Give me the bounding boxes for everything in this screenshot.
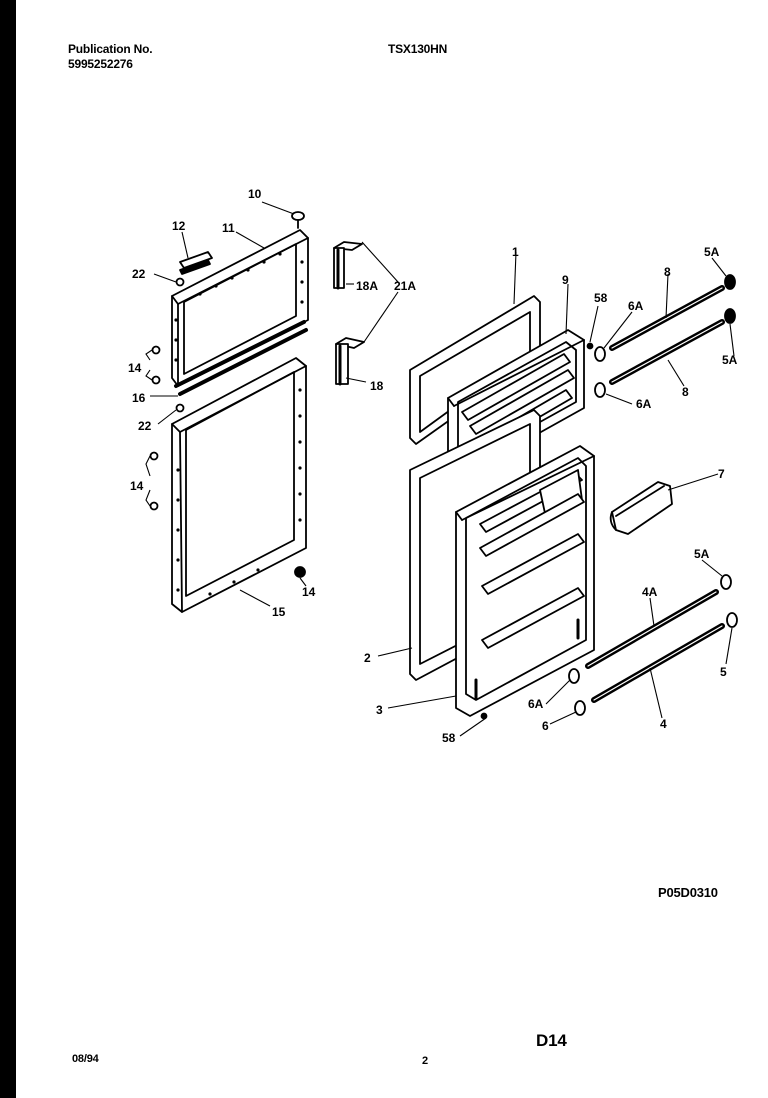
callout-5a: 5A: [722, 353, 738, 367]
callout-18a: 18A: [356, 279, 378, 293]
diagram-sheet: Publication No. 5995252276 TSX130HN 08/9…: [16, 0, 768, 1098]
section-code: D14: [536, 1031, 567, 1050]
callout-6a: 6A: [628, 299, 644, 313]
part-18-bracket: [335, 337, 365, 386]
part-14-hinge-pin: [151, 375, 161, 385]
diagram-code: P05D0310: [658, 885, 718, 900]
part-22-fastener: [175, 403, 185, 413]
callout-9: 9: [562, 273, 569, 287]
freezer-frame-rivets: [174, 252, 304, 362]
part-14-hinge-pin: [151, 345, 161, 355]
callout-11: 11: [222, 221, 235, 235]
part-58-screw: [586, 342, 594, 350]
callout-6a: 6A: [528, 697, 544, 711]
part-6a-cap: [594, 382, 606, 398]
callout-21a: 21A: [394, 279, 416, 293]
callout-22: 22: [132, 267, 146, 281]
part-5a-cap: [724, 274, 736, 290]
part-6a-cap: [568, 668, 580, 684]
part-14-hinge-pin: [294, 566, 306, 578]
model-number: TSX130HN: [388, 42, 448, 56]
callout-5a: 5A: [704, 245, 720, 259]
part-22-fastener: [175, 277, 185, 287]
callout-18: 18: [370, 379, 384, 393]
callout-5: 5: [720, 665, 727, 679]
callout-14: 14: [128, 361, 142, 375]
leader-lines: [145, 201, 735, 737]
part-5-cap: [726, 612, 738, 628]
callout-8: 8: [664, 265, 671, 279]
part-5a-cap: [720, 574, 732, 590]
callout-8: 8: [682, 385, 689, 399]
fresh-food-door-frame: [171, 357, 307, 613]
part-6a-cap: [594, 346, 606, 362]
freezer-trim-strip: [179, 251, 213, 275]
part-14-hinge-pin: [149, 501, 159, 511]
callout-2: 2: [364, 651, 371, 665]
part-58-screw: [480, 712, 488, 720]
callout-12: 12: [172, 219, 186, 233]
callout-labels: 10 11 12 22 14 16 22 14 14 15 18A 21A 18…: [128, 187, 738, 745]
callout-5a: 5A: [694, 547, 710, 561]
callout-15: 15: [272, 605, 286, 619]
part-16-strip: [178, 328, 308, 396]
part-3-fresh-food-liner: [455, 445, 595, 717]
callout-58: 58: [442, 731, 456, 745]
part-10-knob: [291, 211, 305, 221]
callout-6a: 6A: [636, 397, 652, 411]
part-7-handle: [609, 481, 673, 535]
publication-number: 5995252276: [68, 57, 133, 71]
part-5a-cap: [724, 308, 736, 324]
publication-label: Publication No.: [68, 42, 153, 56]
callout-4a: 4A: [642, 585, 658, 599]
freezer-door-frame: [171, 229, 309, 388]
footer-date: 08/94: [72, 1053, 99, 1065]
callout-7: 7: [718, 467, 725, 481]
footer-page-number: 2: [422, 1055, 428, 1067]
callout-14: 14: [302, 585, 316, 599]
callout-6: 6: [542, 719, 549, 733]
part-14-hinge-pin: [149, 451, 159, 461]
callout-1: 1: [512, 245, 519, 259]
callout-3: 3: [376, 703, 383, 717]
callout-58: 58: [594, 291, 608, 305]
callout-4: 4: [660, 717, 667, 731]
fresh-food-frame-rivets: [176, 388, 302, 596]
part-6-cap: [574, 700, 586, 716]
callout-22: 22: [138, 419, 152, 433]
callout-16: 16: [132, 391, 146, 405]
callout-10: 10: [248, 187, 262, 201]
part-18a-bracket: [333, 241, 363, 290]
callout-14: 14: [130, 479, 144, 493]
